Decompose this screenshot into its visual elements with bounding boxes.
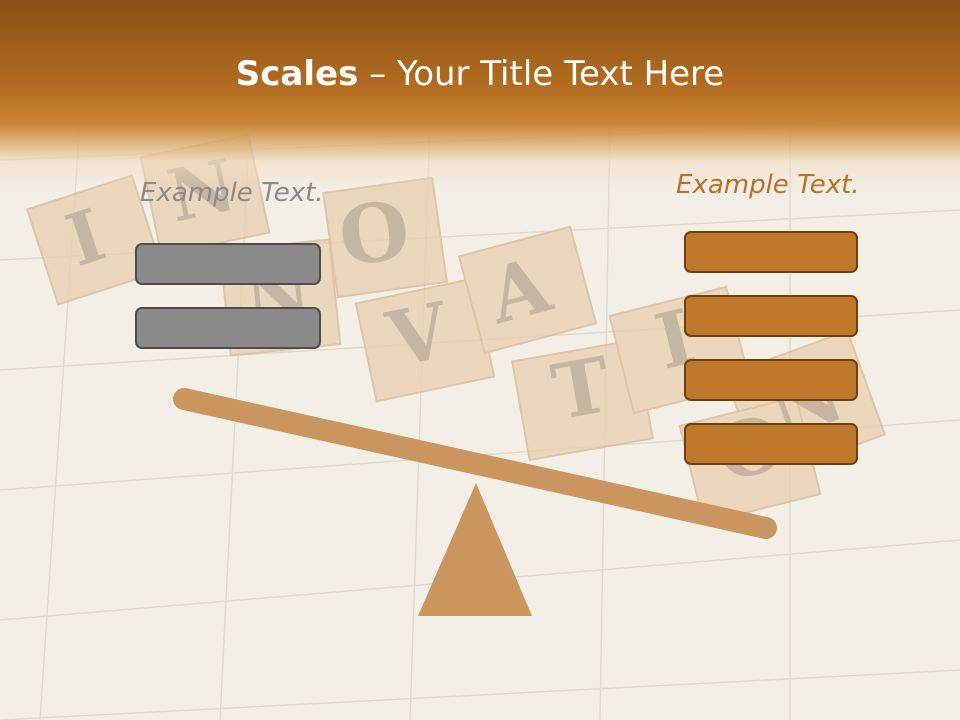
right-bar-3[interactable] (684, 359, 858, 401)
slide-title[interactable]: Scales – Your Title Text Here (0, 54, 960, 94)
left-bar-2[interactable] (135, 307, 321, 349)
scale-beam[interactable] (173, 388, 777, 539)
right-bar-2[interactable] (684, 295, 858, 337)
right-bar-1[interactable] (684, 231, 858, 273)
title-rest: – Your Title Text Here (358, 54, 725, 94)
title-bold: Scales (235, 54, 359, 94)
right-bar-4[interactable] (684, 423, 858, 465)
title-header-band (0, 0, 960, 190)
left-bar-1[interactable] (135, 243, 321, 285)
left-example-text[interactable]: Example Text. (140, 178, 324, 208)
block-letter: O (333, 182, 415, 285)
scale-fulcrum[interactable] (418, 483, 532, 616)
right-example-text[interactable]: Example Text. (676, 170, 860, 200)
